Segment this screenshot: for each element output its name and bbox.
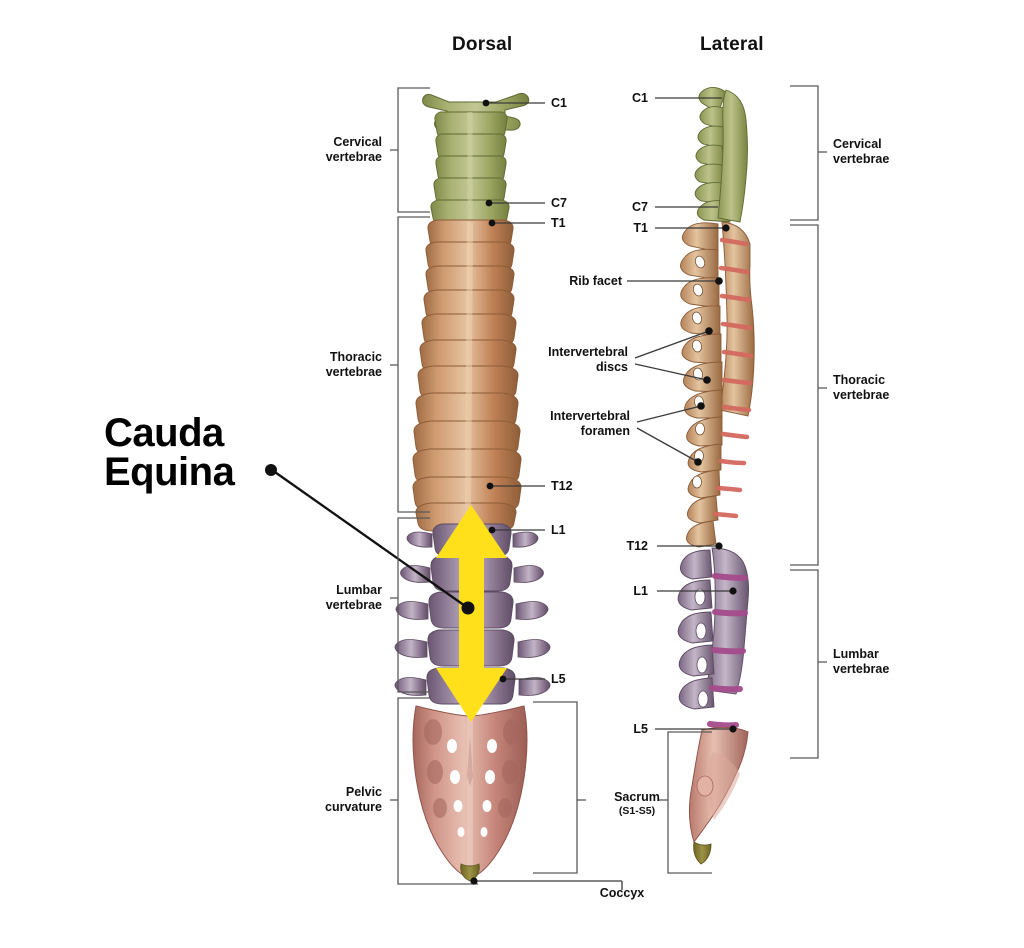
annotation-lines (265, 85, 827, 890)
dorsal-label-c1: C1 (551, 96, 567, 110)
lateral-label-l1: L1 (633, 584, 648, 598)
lateral-label-intervertebral-discs: Intervertebral discs (548, 345, 628, 374)
cauda-equina-callout-label: Cauda Equina (104, 411, 235, 494)
lateral-bracket-label-lumbar: Lumbar vertebrae (833, 647, 890, 676)
cauda-equina-leader (265, 464, 475, 615)
dorsal-coccyx-segment (460, 863, 480, 882)
lateral-bracket-label-thoracic: Thoracic vertebrae (833, 373, 890, 402)
dorsal-view-title: Dorsal (452, 34, 513, 55)
dorsal-label-t12: T12 (551, 479, 573, 493)
dorsal-coccyx-leader (470, 877, 623, 890)
dorsal-label-l1: L1 (551, 523, 566, 537)
lateral-label-t12: T12 (626, 539, 648, 553)
lateral-sacrum-bracket (659, 731, 712, 874)
dorsal-bracket-label-thoracic: Thoracic vertebrae (325, 350, 382, 379)
lateral-vertebra-leaders (655, 97, 737, 733)
lateral-spine-graphic (677, 87, 755, 865)
lateral-brackets (790, 85, 827, 759)
cauda-equina-arrow (436, 505, 507, 722)
lateral-cervical-segment (694, 87, 748, 223)
dorsal-label-l5: L5 (551, 672, 566, 686)
dorsal-label-c7: C7 (551, 196, 567, 210)
dorsal-brackets (390, 87, 478, 885)
lateral-view-title: Lateral (700, 34, 764, 55)
lateral-label-rib-facet: Rib facet (569, 274, 622, 288)
sacrum-range: (S1-S5) (618, 804, 656, 817)
dorsal-cervical-segment (422, 92, 530, 225)
lateral-lumbar-segment (677, 547, 750, 729)
dorsal-sacrum-bracket (533, 701, 586, 874)
dorsal-label-sacrum: Sacrum (S1-S5) (592, 790, 682, 817)
lateral-label-intervertebral-foramen: Intervertebral foramen (550, 409, 630, 438)
lateral-label-l5: L5 (633, 722, 648, 736)
sacrum-name: Sacrum (614, 790, 660, 804)
dorsal-label-t1: T1 (551, 216, 566, 230)
dorsal-bracket-label-lumbar: Lumbar vertebrae (325, 583, 382, 612)
lateral-sacrum-segment (688, 726, 749, 865)
lateral-label-t1: T1 (633, 221, 648, 235)
lateral-label-c7: C7 (632, 200, 648, 214)
dorsal-sacrum-segment (412, 705, 528, 879)
lateral-label-c1: C1 (632, 91, 648, 105)
dorsal-spine-graphic (394, 92, 551, 882)
lateral-feature-leaders (627, 277, 723, 466)
dorsal-bracket-label-pelvic: Pelvic curvature (325, 785, 382, 814)
dorsal-label-coccyx: Coccyx (599, 886, 645, 900)
lateral-thoracic-segment (680, 221, 755, 548)
dorsal-bracket-label-cervical: Cervical vertebrae (325, 135, 382, 164)
dorsal-vertebra-leaders (482, 99, 545, 683)
dorsal-thoracic-segment (412, 219, 522, 532)
lateral-bracket-label-cervical: Cervical vertebrae (833, 137, 890, 166)
